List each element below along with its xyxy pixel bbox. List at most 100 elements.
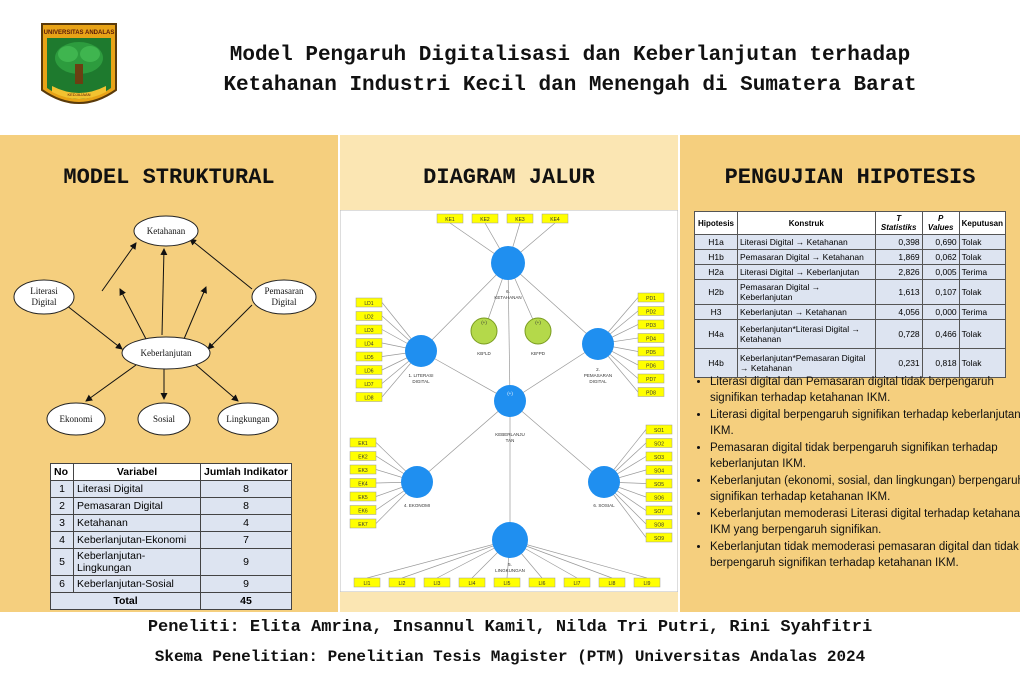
hypothesis-table: Hipotesis Konstruk T Statistiks P Values… (694, 211, 1007, 378)
indicator-LI7-label: LI7 (574, 581, 581, 587)
indicator-LI7-box (563, 577, 591, 588)
node-sosial-label: Sosial (153, 414, 176, 424)
indicator-SO1-box (645, 424, 673, 435)
node-ekonomi-label: Ekonomi (60, 414, 93, 424)
indicator-LI4-box (458, 577, 486, 588)
construct-sosial (588, 466, 620, 498)
label-ketahanan-1: 6. (506, 289, 510, 294)
indicator-LI9-label: LI9 (644, 581, 651, 587)
indicator-EK3-box (349, 464, 377, 475)
hyp-header-konstruk: Konstruk (737, 211, 876, 235)
list-item: Literasi digital berpengaruh signifikan … (710, 408, 1020, 439)
label-pemasaran-3: DIGITAL (589, 379, 607, 384)
indicator-EK7-box (349, 518, 377, 529)
table-row: H2b Pemasaran Digital → Keberlanjutan 1,… (694, 279, 1007, 305)
moderator-kb-pd (524, 317, 552, 345)
indicator-LD2-label: LD2 (364, 315, 373, 321)
indicator-PD2-label: PD2 (646, 310, 656, 316)
node-ketahanan (133, 215, 199, 247)
label-mod2-plus: (+) (535, 320, 541, 325)
indicator-EK4-label: EK4 (358, 482, 368, 488)
table-row: 6 Keberlanjutan-Sosial 9 (50, 575, 292, 593)
label-ekonomi: 4. EKONOMI (404, 503, 430, 508)
indicator-KE4-box (541, 213, 569, 224)
label-pemasaran-2: PEMASARAN (584, 373, 612, 378)
structural-model-panel: MODEL STRUKTURAL Ketahanan Literasi Digi… (0, 135, 338, 612)
table-row: 5 Keberlanjutan-Lingkungan 9 (50, 548, 292, 576)
indicator-EK1-box (349, 437, 377, 448)
scheme-line: Skema Penelitian: Penelitian Tesis Magis… (154, 648, 866, 666)
label-mod2: KB*PD (531, 351, 546, 356)
node-keberlanjutan (121, 336, 211, 370)
indicator-SO4-label: SO4 (654, 469, 664, 475)
indicator-EK6-label: EK6 (358, 509, 368, 515)
indicator-KE2-box (471, 213, 499, 224)
university-logo: UNIVERSITAS ANDALAS KEDJAJAAN (41, 23, 117, 104)
table-row: H1a Literasi Digital → Ketahanan 0,398 0… (694, 234, 1007, 250)
label-keberlanjutan-plus: (+) (507, 391, 513, 396)
indicator-SO8-label: SO8 (654, 523, 664, 529)
indicator-PD5-label: PD5 (646, 350, 656, 356)
indicator-EK7-label: EK7 (358, 522, 368, 528)
indicator-EK3-label: EK3 (358, 468, 368, 474)
label-keberlanjutan-1: KEBERLANJU (495, 432, 525, 437)
indicator-PD7-box (637, 373, 665, 384)
indicator-SO1-label: SO1 (654, 428, 664, 434)
label-literasi-2: DIGITAL (412, 379, 430, 384)
indicator-LD6-box (355, 365, 383, 375)
indicator-LD7-label: LD7 (364, 382, 373, 388)
moderator-kb-ld (470, 317, 498, 345)
indicator-EK2-label: EK2 (358, 455, 368, 461)
table-total-row: Total 45 (50, 592, 292, 610)
indicator-SO6-label: SO6 (654, 496, 664, 502)
table-row: 3 Ketahanan 4 (50, 514, 292, 532)
indicator-SO7-label: SO7 (654, 509, 664, 515)
table-row: H1b Pemasaran Digital → Ketahanan 1,869 … (694, 249, 1007, 265)
indicator-LD5-label: LD5 (364, 355, 373, 361)
path-pd-ke (507, 262, 599, 345)
table-row: 4 Keberlanjutan-Ekonomi 7 (50, 531, 292, 549)
indicator-LD1-box (355, 297, 383, 308)
indicator-LD3-label: LD3 (364, 328, 373, 334)
indicator-PD5-box (637, 346, 665, 357)
title-line-2: Ketahanan Industri Kecil dan Menengah di… (223, 74, 917, 97)
indicator-LD2-box (355, 311, 383, 321)
edge-LI1 (366, 539, 511, 579)
label-pemasaran-1: 2. (596, 367, 600, 372)
indicator-LI5-label: LI5 (504, 581, 511, 587)
indicator-PD4-box (637, 333, 665, 343)
path-kb-so (509, 400, 605, 483)
path-kb-ke (507, 262, 511, 402)
indicator-LD5-box (355, 351, 383, 362)
structural-model-diagram: Ketahanan Literasi Digital Pemasaran Dig… (13, 215, 317, 436)
label-mod1-plus: (+) (481, 320, 487, 325)
table-row: H4a Keberlanjutan*Literasi Digital → Ket… (694, 319, 1007, 349)
node-literasi-label-2: Digital (32, 297, 57, 307)
node-lingkungan (217, 402, 279, 436)
indicator-PD2-box (637, 306, 665, 316)
var-header-no: No (50, 463, 74, 481)
header: UNIVERSITAS ANDALAS KEDJAJAAN Model Peng… (0, 0, 1020, 135)
hyp-header-keputusan: Keputusan (958, 211, 1007, 235)
path-ld-ke (420, 262, 509, 352)
indicator-LI1-box (353, 577, 381, 588)
structural-model-heading: MODEL STRUKTURAL (63, 165, 275, 190)
list-item: Keberlanjutan tidak memoderasi pemasaran… (710, 540, 1020, 571)
list-item: Keberlanjutan (ekonomi, sosial, dan ling… (710, 474, 1020, 505)
indicator-EK4-box (349, 478, 377, 488)
construct-ekonomi (401, 466, 433, 498)
indicator-EK2-box (349, 451, 377, 461)
node-literasi-label-1: Literasi (30, 286, 58, 296)
label-mod1: KB*LD (477, 351, 491, 356)
table-row: 1 Literasi Digital 8 (50, 480, 292, 498)
path-pd-kb (509, 343, 599, 402)
construct-literasi-digital (405, 335, 437, 367)
node-pemasaran-label-2: Digital (272, 297, 297, 307)
edge-LI9 (509, 539, 648, 579)
indicator-SO6-box (645, 492, 673, 502)
label-ketahanan-2: KETAHANAN (494, 295, 521, 300)
node-sosial (137, 402, 191, 436)
